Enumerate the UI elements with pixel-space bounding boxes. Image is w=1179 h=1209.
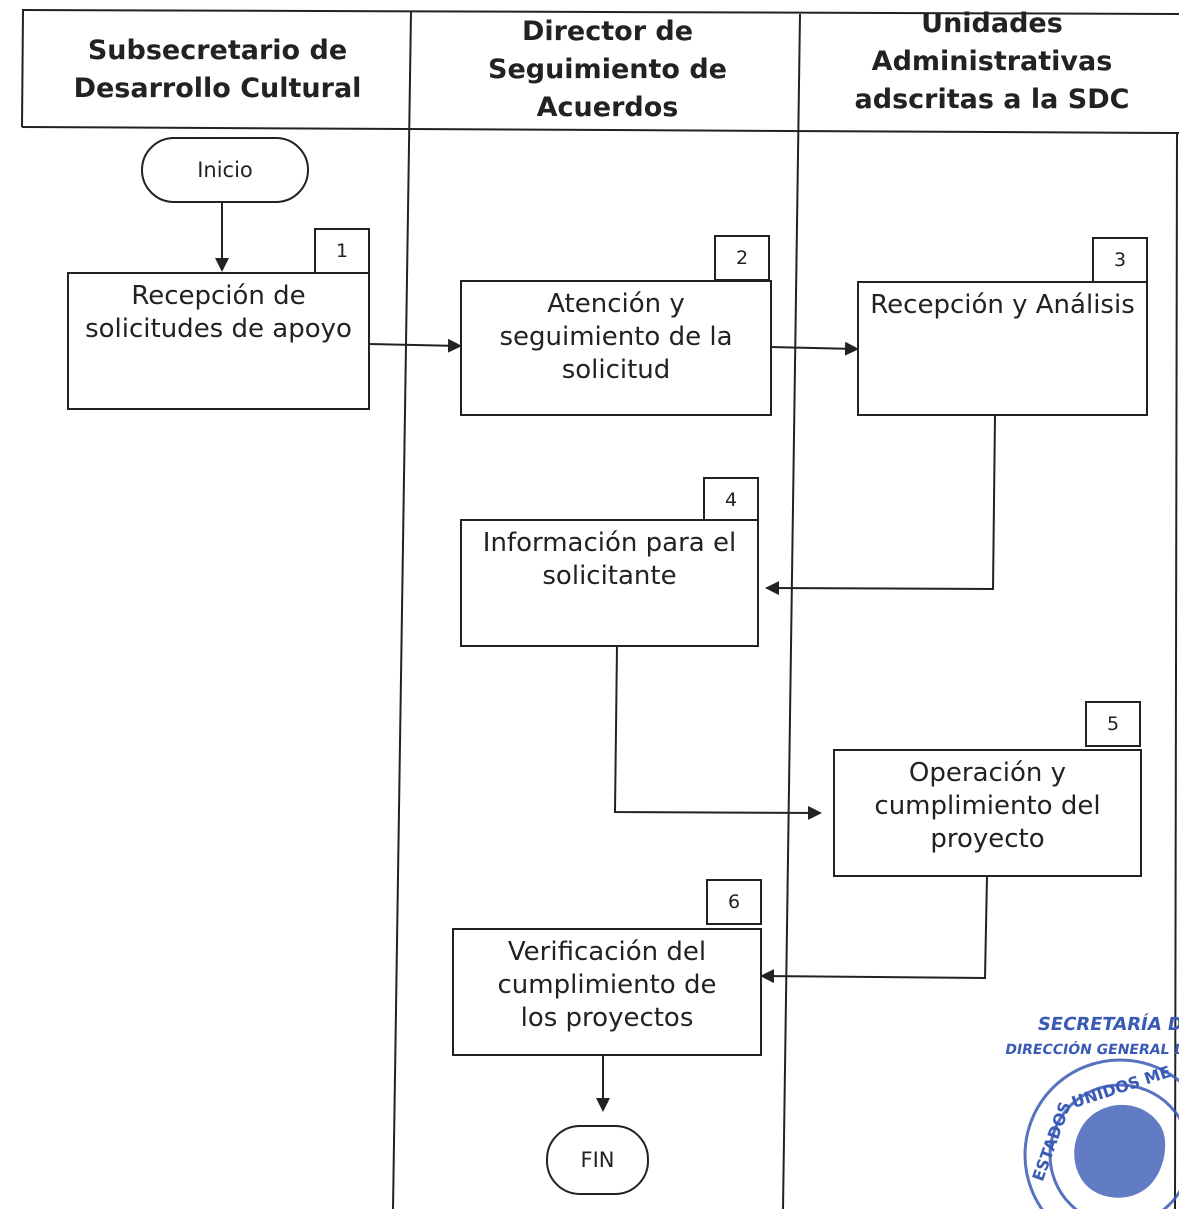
arrow-2-to-3 <box>769 341 859 356</box>
step-box-3: Recepción y Análisis <box>857 281 1148 416</box>
lane-header-unidades: Unidades Administrativas adscritas a la … <box>854 8 1130 115</box>
step-number-5: 5 <box>1085 701 1141 747</box>
arrow-1-to-2 <box>367 338 462 353</box>
step-box-4: Información para el solicitante <box>460 519 759 647</box>
step-box-6: Verificación del cumplimiento de los pro… <box>452 928 762 1056</box>
lane-header-director: Director de Seguimiento de Acuerdos <box>488 16 727 123</box>
svg-text:UNIDOS ME: UNIDOS ME <box>1069 1062 1173 1112</box>
arrow-4-to-5 <box>613 645 822 820</box>
arrow-3-to-4 <box>765 414 996 596</box>
official-seal-stamp: SECRETARÍA DE CU DIRECCIÓN GENERAL DE AD… <box>1004 1013 1179 1209</box>
svg-text:SECRETARÍA DE CU: SECRETARÍA DE CU <box>1036 1013 1179 1035</box>
svg-text:DIRECCIÓN GENERAL DE ADM: DIRECCIÓN GENERAL DE ADM <box>1004 1040 1179 1058</box>
step-box-2: Atención y seguimiento de la solicitud <box>460 280 772 416</box>
step-number-3: 3 <box>1092 237 1148 283</box>
arrow-5-to-6 <box>760 875 988 984</box>
step-number-2: 2 <box>714 235 770 281</box>
lane-header-subsecretario: Subsecretario de Desarrollo Cultural <box>73 35 362 104</box>
end-terminator: FIN <box>546 1125 649 1195</box>
step-number-4: 4 <box>703 477 759 523</box>
step-number-1: 1 <box>314 228 370 274</box>
start-terminator: Inicio <box>141 137 309 203</box>
step-box-5: Operación y cumplimiento del proyecto <box>833 749 1142 877</box>
step-box-1: Recepción de solicitudes de apoyo <box>67 272 370 410</box>
step-number-6: 6 <box>706 879 762 925</box>
